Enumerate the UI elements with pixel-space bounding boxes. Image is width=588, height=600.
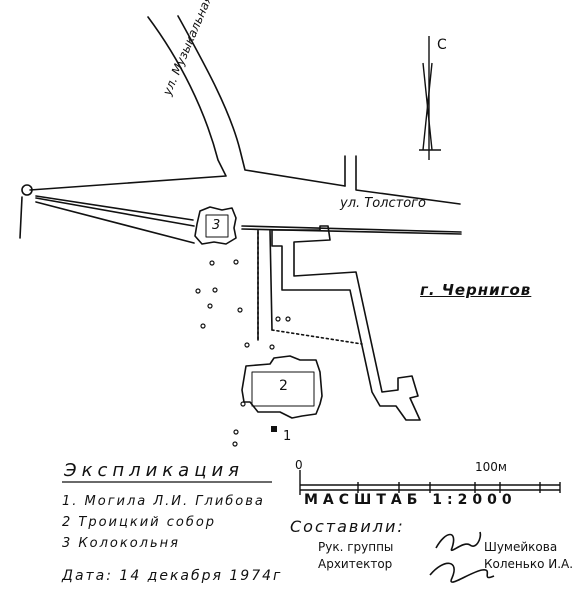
tree [200,323,206,329]
north-label: С [437,37,447,53]
lamp-symbol [21,184,33,196]
compiled-role-1: Рук. группы [318,540,394,554]
tree [275,316,281,322]
building-number-3: 3 [212,218,221,233]
legend-title: Экспликация [64,460,244,481]
bell-tower-outline [194,206,237,245]
tree [240,401,246,407]
tree [209,260,215,266]
scale-bar [299,470,561,495]
date-label: Дата: 14 декабря 1974г [62,568,283,584]
tree [207,303,213,309]
trees [195,259,291,447]
cathedral-inner [251,371,315,407]
street-muzykalnaya-edge-east [177,15,346,187]
north-arrow-icon [419,36,441,160]
signatures [429,531,495,583]
tree [269,344,275,350]
tree [195,288,201,294]
scale-label: МАСШТАБ 1:2000 [304,492,517,508]
scale-end-label: 100м [475,460,507,474]
street-tolstogo-edge-south [35,195,462,233]
scale-start-label: 0 [295,458,303,472]
compiled-role-2: Архитектор [318,557,393,571]
tree [233,259,239,265]
enclosure-wall-lower [271,329,363,345]
legend-item-3: 3 Колокольня [62,536,180,551]
grave-marker [271,426,277,432]
compiled-title: Составили: [290,517,405,536]
signature-1 [435,531,482,552]
gallery-outline [271,225,421,421]
street-label-tolstogo: ул. Толстого [340,196,426,211]
tree [233,429,239,435]
building-number-2: 2 [279,378,288,394]
building-number-1: 1 [283,429,292,444]
tree [212,287,218,293]
city-label: г. Чернигов [420,281,532,299]
tree [285,316,291,322]
street-muzykalnaya-edge-west [29,16,227,191]
enclosure-wall [257,229,273,341]
tree [232,441,238,447]
legend-item-1: 1. Могила Л.И. Глибова [62,494,265,509]
fence-west [19,196,195,244]
tree [237,307,243,313]
tree [244,342,250,348]
compiled-name-1: Шумейкова [484,540,558,554]
signature-2 [429,562,495,583]
compiled-name-2: Коленько И.А. [484,557,574,571]
legend-item-2: 2 Троицкий собор [62,515,217,530]
street-tolstogo-edge-north [355,155,461,205]
bell-tower-inner [205,214,229,238]
